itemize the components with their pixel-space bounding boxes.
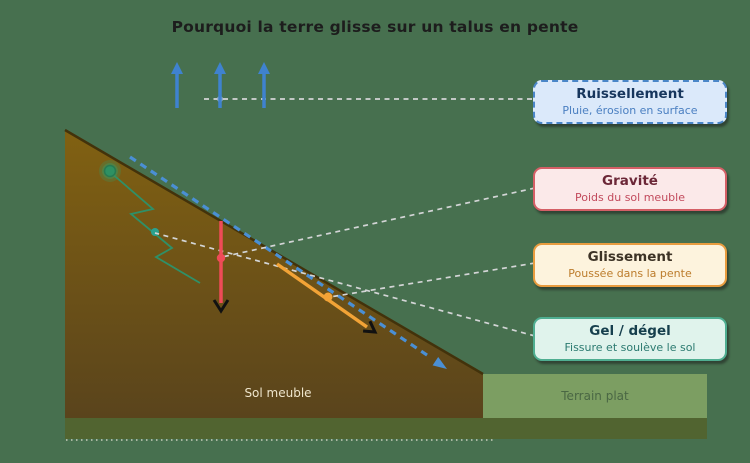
frost-origin-dot xyxy=(103,164,117,178)
substrate-strip xyxy=(65,418,707,439)
slope-soil-label: Sol meuble xyxy=(244,386,312,400)
gravity-arrowhead-icon xyxy=(212,299,230,314)
slope-surface-edge xyxy=(64,128,484,376)
callout-subtitle: Fissure et soulève le sol xyxy=(564,340,696,354)
gravity-anchor-dot xyxy=(216,253,226,263)
flat-terrain-label: Terrain plat xyxy=(561,389,629,403)
slope-soil-polygon xyxy=(65,130,483,418)
rain-arrows-group xyxy=(171,62,270,108)
slide-plane-arrowhead-icon xyxy=(432,357,447,369)
callout-gel-degel: Gel / dégel Fissure et soulève le sol xyxy=(533,317,727,362)
connector-glissement xyxy=(329,262,536,298)
slide-push-arrow xyxy=(275,262,369,329)
frost-anchor-dot xyxy=(151,228,159,236)
callout-subtitle: Poussée dans la pente xyxy=(568,266,692,280)
callout-subtitle: Pluie, érosion en surface xyxy=(562,103,698,117)
callout-subtitle: Poids du sol meuble xyxy=(575,190,685,204)
callout-title: Gravité xyxy=(602,173,658,189)
slide-arrowhead-icon xyxy=(362,320,378,334)
callout-title: Ruissellement xyxy=(576,86,684,102)
callout-title: Gel / dégel xyxy=(589,323,671,339)
flat-terrain-block: Terrain plat xyxy=(483,374,707,418)
callout-gravite: Gravité Poids du sol meuble xyxy=(533,167,727,212)
connector-gravite xyxy=(221,187,536,258)
rain-arrow-1-head-icon xyxy=(171,62,183,74)
slide-plane-dashed-line xyxy=(129,155,431,359)
slide-anchor-dot xyxy=(323,292,333,302)
page-title: Pourquoi la terre glisse sur un talus en… xyxy=(171,18,579,36)
callout-ruissellement: Ruissellement Pluie, érosion en surface xyxy=(533,80,727,125)
rain-arrow-2-head-icon xyxy=(214,62,226,74)
rain-arrow-3-head-icon xyxy=(258,62,270,74)
callout-title: Glissement xyxy=(587,249,673,265)
callout-glissement: Glissement Poussée dans la pente xyxy=(533,243,727,288)
